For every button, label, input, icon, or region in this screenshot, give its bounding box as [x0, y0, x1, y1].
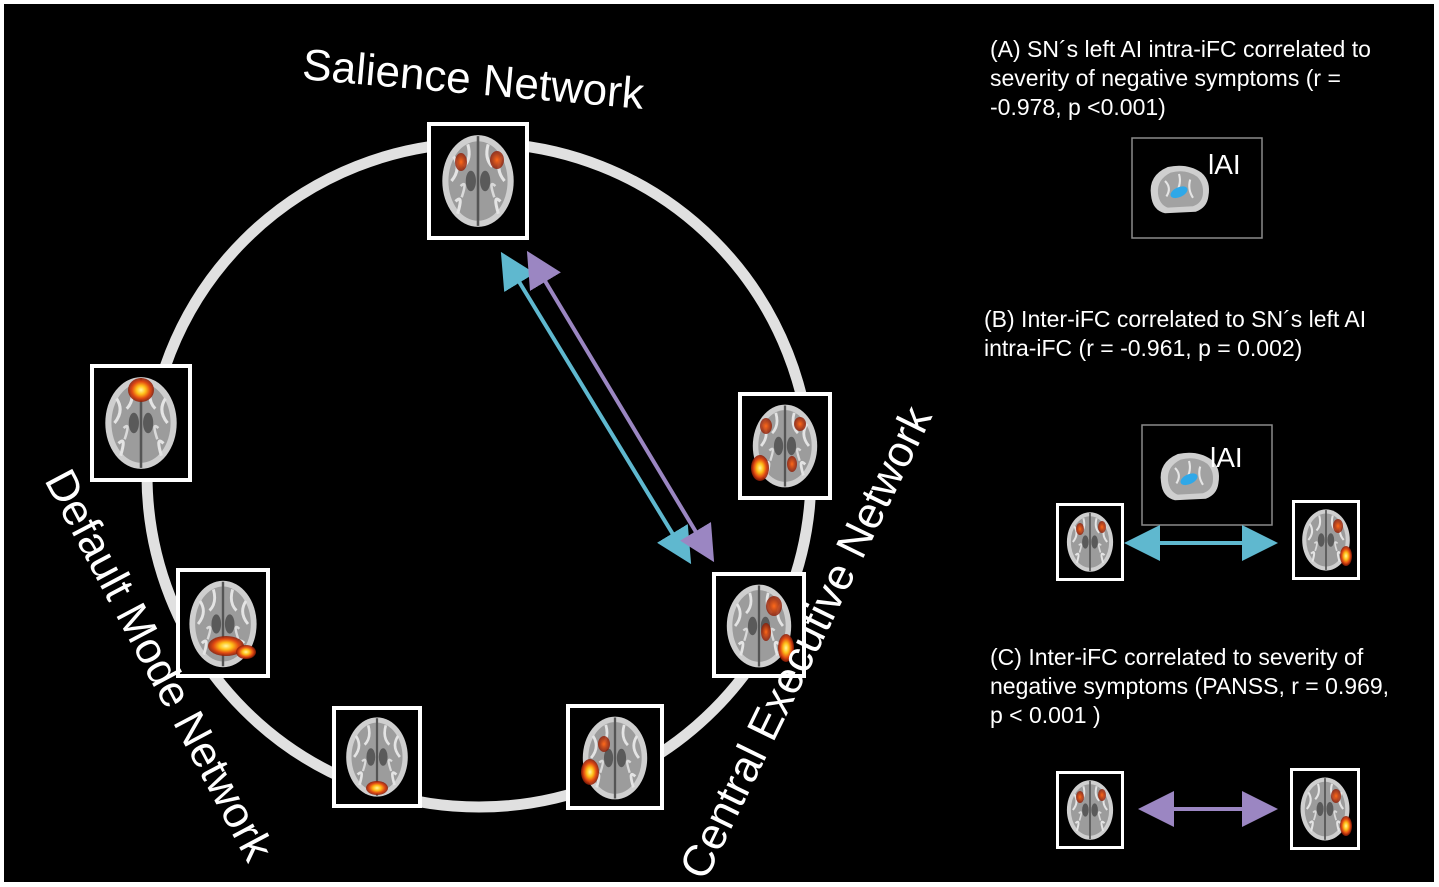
brain-tile-dmn-1	[90, 364, 192, 482]
brain-tile-salience	[427, 122, 529, 240]
brain-slice-icon	[440, 133, 516, 229]
panel-b-caption: (B) Inter-iFC correlated to SN´s left AI…	[984, 306, 1367, 361]
brain-sagittal-icon	[1149, 164, 1211, 215]
panel-b-right-brain	[1292, 500, 1360, 580]
brain-tile-cen-1	[566, 704, 664, 810]
roi-box-b: lAI	[1141, 424, 1273, 526]
purple-connection-arrow	[526, 250, 715, 563]
roi-box-a: lAI	[1131, 137, 1263, 239]
brain-tile-dmn-3	[332, 706, 422, 808]
panel-c-right-brain	[1290, 768, 1360, 850]
panel-c-left-brain	[1056, 771, 1124, 849]
brain-slice-icon	[1065, 779, 1115, 841]
brain-tile-dmn-2	[176, 568, 270, 678]
salience-network-label: Salience Network	[301, 40, 647, 119]
panel-b-left-brain	[1056, 503, 1124, 581]
diagram-canvas: Salience Network Default Mode Network Ce…	[4, 4, 1434, 882]
panel-a-caption: (A) SN´s left AI intra-iFC correlated to…	[990, 36, 1371, 120]
brain-tile-cen-2	[712, 572, 806, 678]
roi-label-b: lAI	[1210, 442, 1243, 473]
network-diagram: Salience Network Default Mode Network Ce…	[35, 40, 1360, 882]
brain-slice-icon	[1065, 511, 1115, 573]
panel-c-caption: (C) Inter-iFC correlated to severity of …	[990, 644, 1390, 728]
network-ring	[141, 137, 817, 813]
cyan-connection-arrow	[500, 251, 692, 565]
brain-slice-icon	[581, 715, 649, 801]
roi-label-a: lAI	[1208, 149, 1241, 180]
brain-tile-cen-3	[738, 392, 832, 500]
